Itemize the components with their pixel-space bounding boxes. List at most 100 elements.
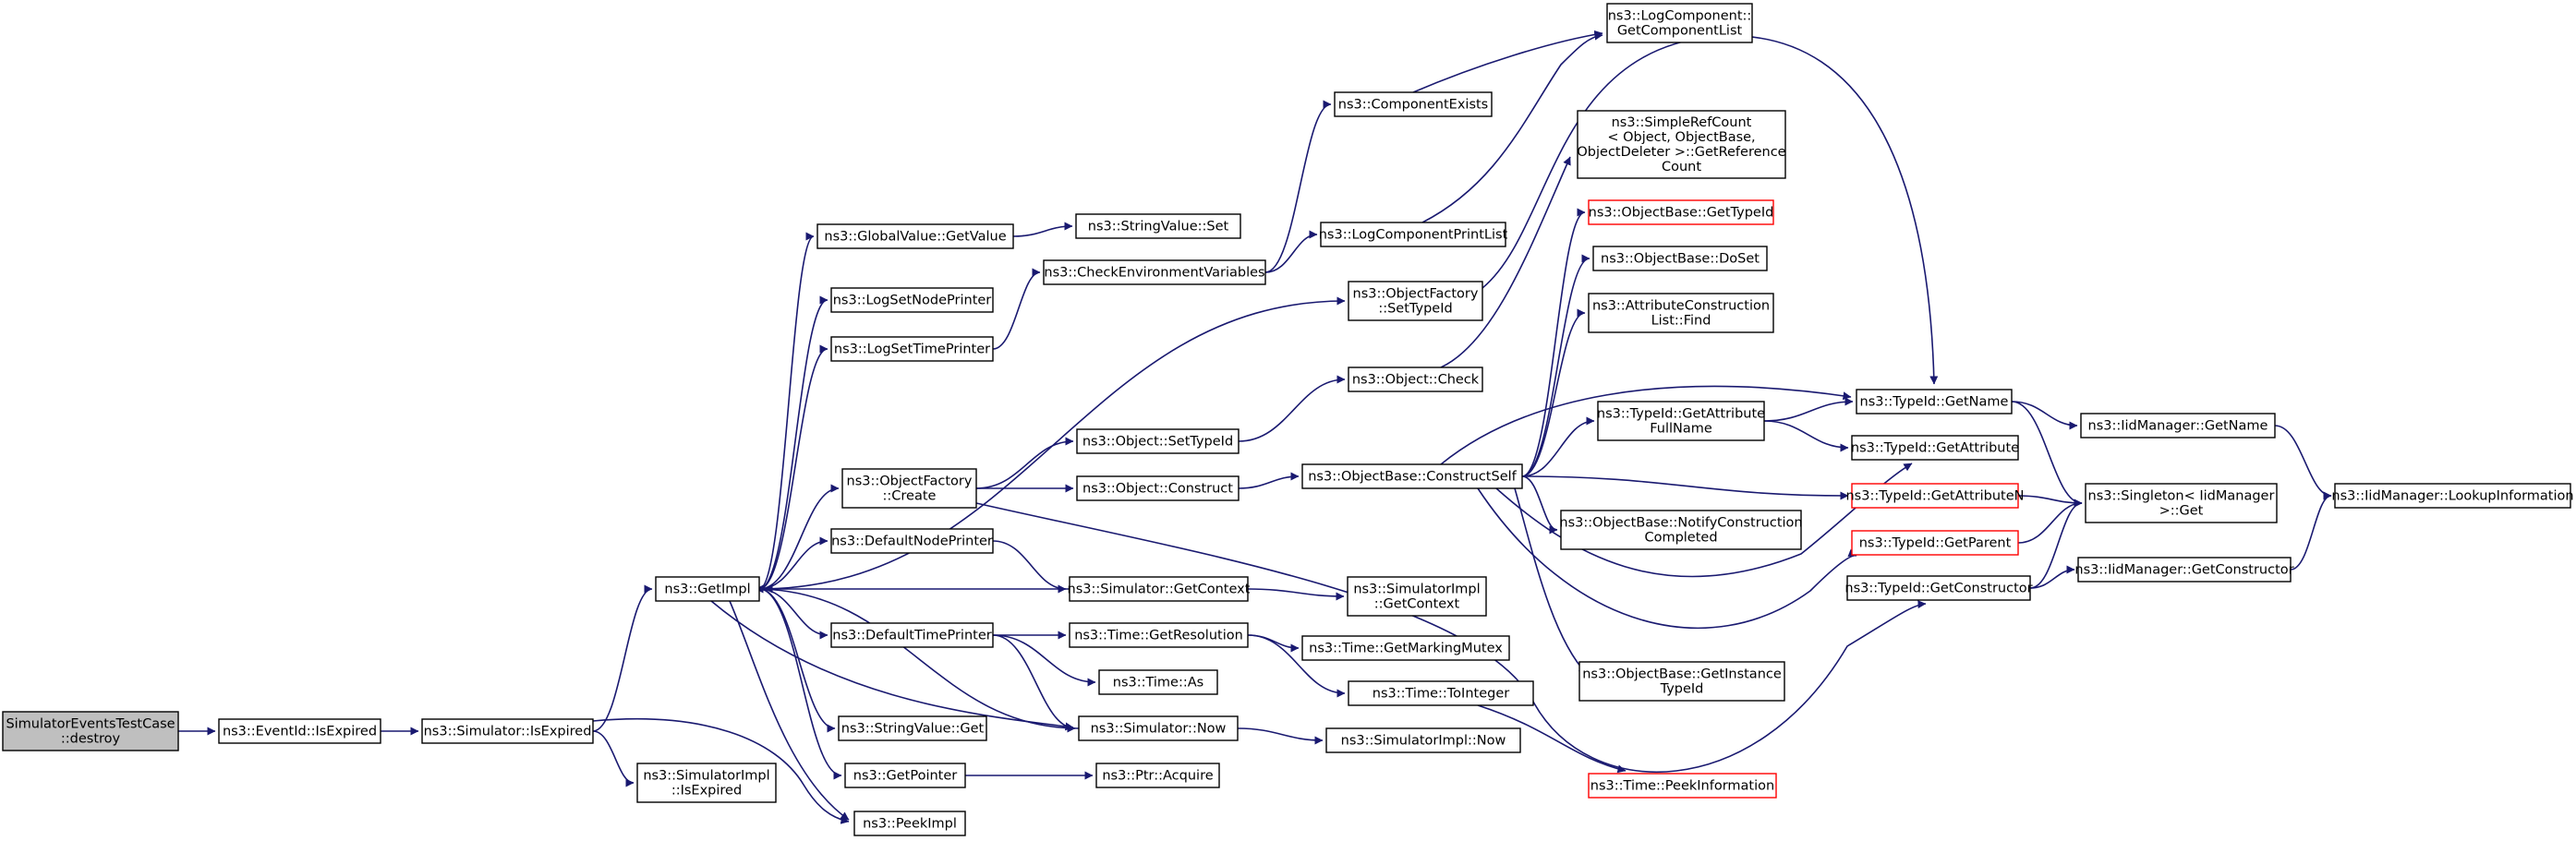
node-objectbase-gettypeid[interactable]: ns3::ObjectBase::GetTypeId — [1588, 199, 1774, 225]
node-iidmanager-getname[interactable]: ns3::IidManager::GetName — [2080, 413, 2276, 439]
node-label-line: ns3::ObjectBase::ConstructSelf — [1308, 470, 1517, 485]
node-defaulttimeprinter[interactable]: ns3::DefaultTimePrinter — [830, 622, 994, 648]
node-time-as[interactable]: ns3::Time::As — [1098, 669, 1218, 695]
node-label-line: ns3::Time::GetMarkingMutex — [1309, 642, 1503, 656]
node-box — [655, 576, 760, 602]
edge-defaulttimeprinter-to-sim_now — [992, 634, 1076, 733]
edge-logsettimeprinter-to-checkenv — [992, 268, 1041, 350]
node-sim-isexpired[interactable]: ns3::Simulator::IsExpired — [421, 718, 594, 744]
node-typeid-getconstructor[interactable]: ns3::TypeId::GetConstructor — [1844, 575, 2033, 601]
node-time-tointeger[interactable]: ns3::Time::ToInteger — [1348, 680, 1534, 706]
node-logcomponent-getlist[interactable]: ns3::LogComponent::GetComponentList — [1606, 3, 1753, 43]
node-object-settypeid[interactable]: ns3::Object::SetTypeId — [1076, 428, 1240, 454]
edge-line — [1421, 31, 1603, 223]
node-iidmanager-lookupinformation[interactable]: ns3::IidManager::LookupInformation — [2331, 483, 2574, 509]
node-box — [2080, 413, 2276, 439]
node-root[interactable]: SimulatorEventsTestCase::destroy — [2, 711, 179, 751]
edge-line — [1521, 416, 1595, 477]
node-objectfactory-settypeid[interactable]: ns3::ObjectFactory::SetTypeId — [1348, 281, 1483, 321]
node-label-line: ns3::Object::Check — [1352, 373, 1480, 388]
edge-line — [1477, 487, 1857, 630]
edge-line — [1264, 230, 1318, 273]
node-stringvalue-get[interactable]: ns3::StringValue::Get — [838, 715, 987, 741]
node-componentexists[interactable]: ns3::ComponentExists — [1334, 91, 1493, 117]
node-objectfactory-create[interactable]: ns3::ObjectFactory::Create — [841, 468, 977, 509]
node-label-line: FullName — [1650, 422, 1712, 437]
node-box — [1301, 635, 1510, 661]
node-typeid-getattributen[interactable]: ns3::TypeId::GetAttributeN — [1845, 483, 2025, 509]
node-label-line: ns3::TypeId::GetAttribute — [1597, 407, 1765, 422]
node-box — [1098, 669, 1218, 695]
node-globalvalue-getvalue[interactable]: ns3::GlobalValue::GetValue — [816, 223, 1014, 249]
node-simplerefcount[interactable]: ns3::SimpleRefCount< Object, ObjectBase,… — [1577, 110, 1786, 179]
node-simimpl-isexpired[interactable]: ns3::SimulatorImpl::IsExpired — [636, 763, 777, 803]
node-label-line: ns3::SimulatorImpl::Now — [1341, 734, 1506, 749]
node-box — [1846, 575, 2031, 601]
node-objectbase-doset[interactable]: ns3::ObjectBase::DoSet — [1592, 246, 1768, 271]
node-simimpl-getcontext[interactable]: ns3::SimulatorImpl::GetContext — [1347, 576, 1487, 617]
node-object-construct[interactable]: ns3::Object::Construct — [1076, 475, 1240, 501]
node-getimpl[interactable]: ns3::GetImpl — [655, 576, 760, 602]
node-label-line: ::Create — [883, 489, 937, 504]
node-peekimpl[interactable]: ns3::PeekImpl — [853, 811, 966, 836]
node-objectbase-constructself[interactable]: ns3::ObjectBase::ConstructSelf — [1301, 463, 1523, 489]
node-label-line: ns3::DefaultNodePrinter — [831, 535, 993, 549]
node-time-peekinformation[interactable]: ns3::Time::PeekInformation — [1588, 773, 1777, 799]
node-defaultnodeprinter[interactable]: ns3::DefaultNodePrinter — [830, 528, 994, 554]
edge-getimpl-to-logsetnodeprinter — [758, 295, 828, 590]
node-box — [1320, 222, 1506, 247]
node-box — [1851, 435, 2019, 461]
edge-line — [1012, 222, 1073, 237]
edge-line — [758, 344, 828, 590]
node-label-line: ns3::ObjectFactory — [847, 475, 973, 489]
node-getpointer[interactable]: ns3::GetPointer — [844, 763, 966, 788]
edge-typeid_getconstructor-to-iidmanager_getconstructor — [2029, 565, 2075, 589]
edge-globalvalue_getvalue-to-stringvalue_set — [1012, 222, 1073, 237]
node-box — [1588, 293, 1774, 333]
node-box — [1577, 110, 1786, 179]
node-time-getmarkingmutex[interactable]: ns3::Time::GetMarkingMutex — [1301, 635, 1510, 661]
node-eventid-isexpired[interactable]: ns3::EventId::IsExpired — [218, 718, 381, 744]
node-sim-now[interactable]: ns3::Simulator::Now — [1078, 715, 1239, 741]
node-simimpl-now[interactable]: ns3::SimulatorImpl::Now — [1325, 727, 1521, 753]
node-ptr-acquire[interactable]: ns3::Ptr::Acquire — [1095, 763, 1220, 788]
node-box — [1334, 91, 1493, 117]
edge-objectfactory_create-to-typeid_getconstructor — [975, 502, 1927, 773]
node-box — [636, 763, 777, 803]
edge-line — [758, 484, 840, 590]
node-label-line: ns3::LogComponent:: — [1608, 9, 1752, 24]
node-stringvalue-set[interactable]: ns3::StringValue::Set — [1075, 213, 1241, 239]
edge-line — [592, 730, 635, 787]
node-box — [853, 811, 966, 836]
node-box — [838, 715, 987, 741]
node-logsetnodeprinter[interactable]: ns3::LogSetNodePrinter — [830, 287, 994, 313]
node-sim-getcontext[interactable]: ns3::Simulator::GetContext — [1068, 576, 1251, 602]
edge-checkenv-to-componentexists — [1264, 100, 1332, 273]
edge-line — [1521, 475, 1558, 535]
node-checkenv[interactable]: ns3::CheckEnvironmentVariables — [1043, 259, 1266, 285]
node-logsettimeprinter[interactable]: ns3::LogSetTimePrinter — [830, 336, 994, 362]
node-label-line: ns3::Time::As — [1113, 676, 1203, 691]
node-label-line: ns3::Object::Construct — [1082, 482, 1233, 497]
node-label-line: ns3::CheckEnvironmentVariables — [1044, 266, 1264, 281]
node-logcomponentprintlist[interactable]: ns3::LogComponentPrintList — [1319, 222, 1508, 247]
node-iidmanager-getconstructor[interactable]: ns3::IidManager::GetConstructor — [2074, 557, 2294, 583]
node-time-getresolution[interactable]: ns3::Time::GetResolution — [1069, 622, 1249, 648]
node-typeid-getname[interactable]: ns3::TypeId::GetName — [1856, 389, 2013, 414]
edge-typeid_getname-to-iidmanager_getname — [2011, 401, 2078, 430]
edge-line — [729, 600, 850, 821]
node-label-line: ns3::IidManager::GetName — [2088, 419, 2268, 434]
node-typeid-getattribute[interactable]: ns3::TypeId::GetAttribute — [1851, 435, 2019, 461]
node-singleton-get[interactable]: ns3::Singleton< IidManager>::Get — [2085, 483, 2278, 523]
node-box — [2334, 483, 2571, 509]
edges-layer — [177, 30, 2332, 824]
node-box — [1069, 622, 1249, 648]
node-typeid-getparent[interactable]: ns3::TypeId::GetParent — [1851, 530, 2019, 556]
edge-objectbase_constructself-to-typeid_getparent — [1477, 487, 1857, 630]
node-object-check[interactable]: ns3::Object::Check — [1348, 366, 1483, 392]
node-box — [1348, 281, 1483, 321]
node-objectbase-notifyconstructioncompleted[interactable]: ns3::ObjectBase::NotifyConstructionCompl… — [1559, 510, 1803, 550]
